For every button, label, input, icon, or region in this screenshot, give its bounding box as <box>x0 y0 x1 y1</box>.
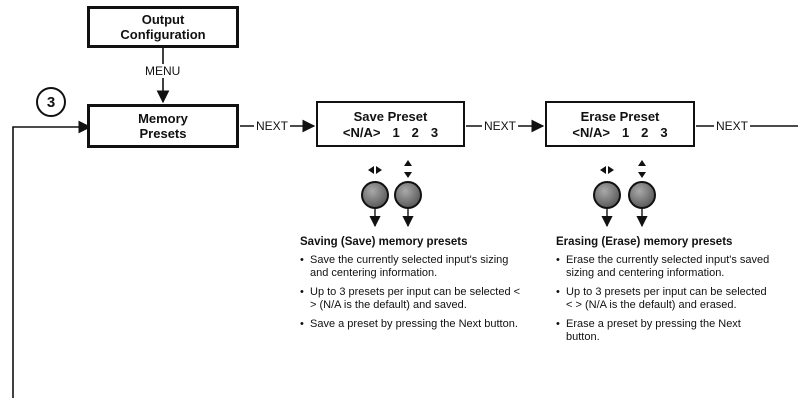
step-number: 3 <box>46 93 56 111</box>
saving-bullets: Save the currently selected input's sizi… <box>300 254 525 331</box>
erase-preset-option-2[interactable]: 2 <box>641 124 649 140</box>
save-preset-option-3[interactable]: 3 <box>430 124 439 140</box>
erase-preset-option-3[interactable]: 3 <box>660 124 668 140</box>
erasing-bullets: Erase the currently selected input's sav… <box>556 254 770 344</box>
save-left-right-icon <box>368 166 382 174</box>
memory-presets-line2: Presets <box>139 126 187 141</box>
next-label-2: NEXT <box>482 119 519 133</box>
erase-preset-title: Erase Preset <box>580 108 660 124</box>
erase-left-right-icon <box>600 166 614 174</box>
save-left-knob[interactable] <box>361 181 389 209</box>
erasing-bullet-3: Erase a preset by pressing the Next butt… <box>556 318 770 344</box>
saving-section: Saving (Save) memory presets Save the cu… <box>300 236 525 337</box>
memory-presets-box: Memory Presets <box>87 104 239 148</box>
erasing-bullet-2: Up to 3 presets per input can be selecte… <box>556 286 770 312</box>
save-right-knob[interactable] <box>394 181 422 209</box>
output-configuration-line1: Output <box>141 12 185 27</box>
erasing-bullet-1: Erase the currently selected input's sav… <box>556 254 770 280</box>
save-up-down-icon <box>404 160 412 178</box>
output-configuration-box: Output Configuration <box>87 6 239 48</box>
output-configuration-line2: Configuration <box>120 27 206 42</box>
memory-presets-line1: Memory <box>138 111 188 126</box>
erasing-section-title: Erasing (Erase) memory presets <box>556 236 733 248</box>
save-preset-box: Save Preset <N/A> 1 2 3 <box>316 101 465 147</box>
save-preset-option-na[interactable]: <N/A> <box>342 124 381 140</box>
erase-preset-options: <N/A> 1 2 3 <box>572 125 667 140</box>
save-preset-options: <N/A> 1 2 3 <box>343 125 438 140</box>
save-preset-option-2[interactable]: 2 <box>411 124 419 140</box>
save-preset-option-1[interactable]: 1 <box>392 124 400 140</box>
saving-bullet-1: Save the currently selected input's sizi… <box>300 254 525 280</box>
erase-preset-option-1[interactable]: 1 <box>621 124 630 140</box>
erase-preset-option-na[interactable]: <N/A> <box>572 124 610 140</box>
loop-return-line <box>12 120 92 398</box>
next-label-3: NEXT <box>714 119 751 133</box>
saving-bullet-3: Save a preset by pressing the Next butto… <box>300 318 525 331</box>
next-label-1: NEXT <box>254 119 291 133</box>
erase-preset-box: Erase Preset <N/A> 1 2 3 <box>545 101 695 147</box>
saving-section-title: Saving (Save) memory presets <box>300 236 468 248</box>
menu-label: MENU <box>143 64 183 78</box>
save-preset-title: Save Preset <box>353 108 428 124</box>
step-number-circle: 3 <box>36 87 66 117</box>
erase-up-down-icon <box>638 160 646 178</box>
saving-bullet-2: Up to 3 presets per input can be selecte… <box>300 286 525 312</box>
erase-left-knob[interactable] <box>593 181 621 209</box>
erasing-section: Erasing (Erase) memory presets Erase the… <box>556 236 770 350</box>
erase-right-knob[interactable] <box>628 181 656 209</box>
